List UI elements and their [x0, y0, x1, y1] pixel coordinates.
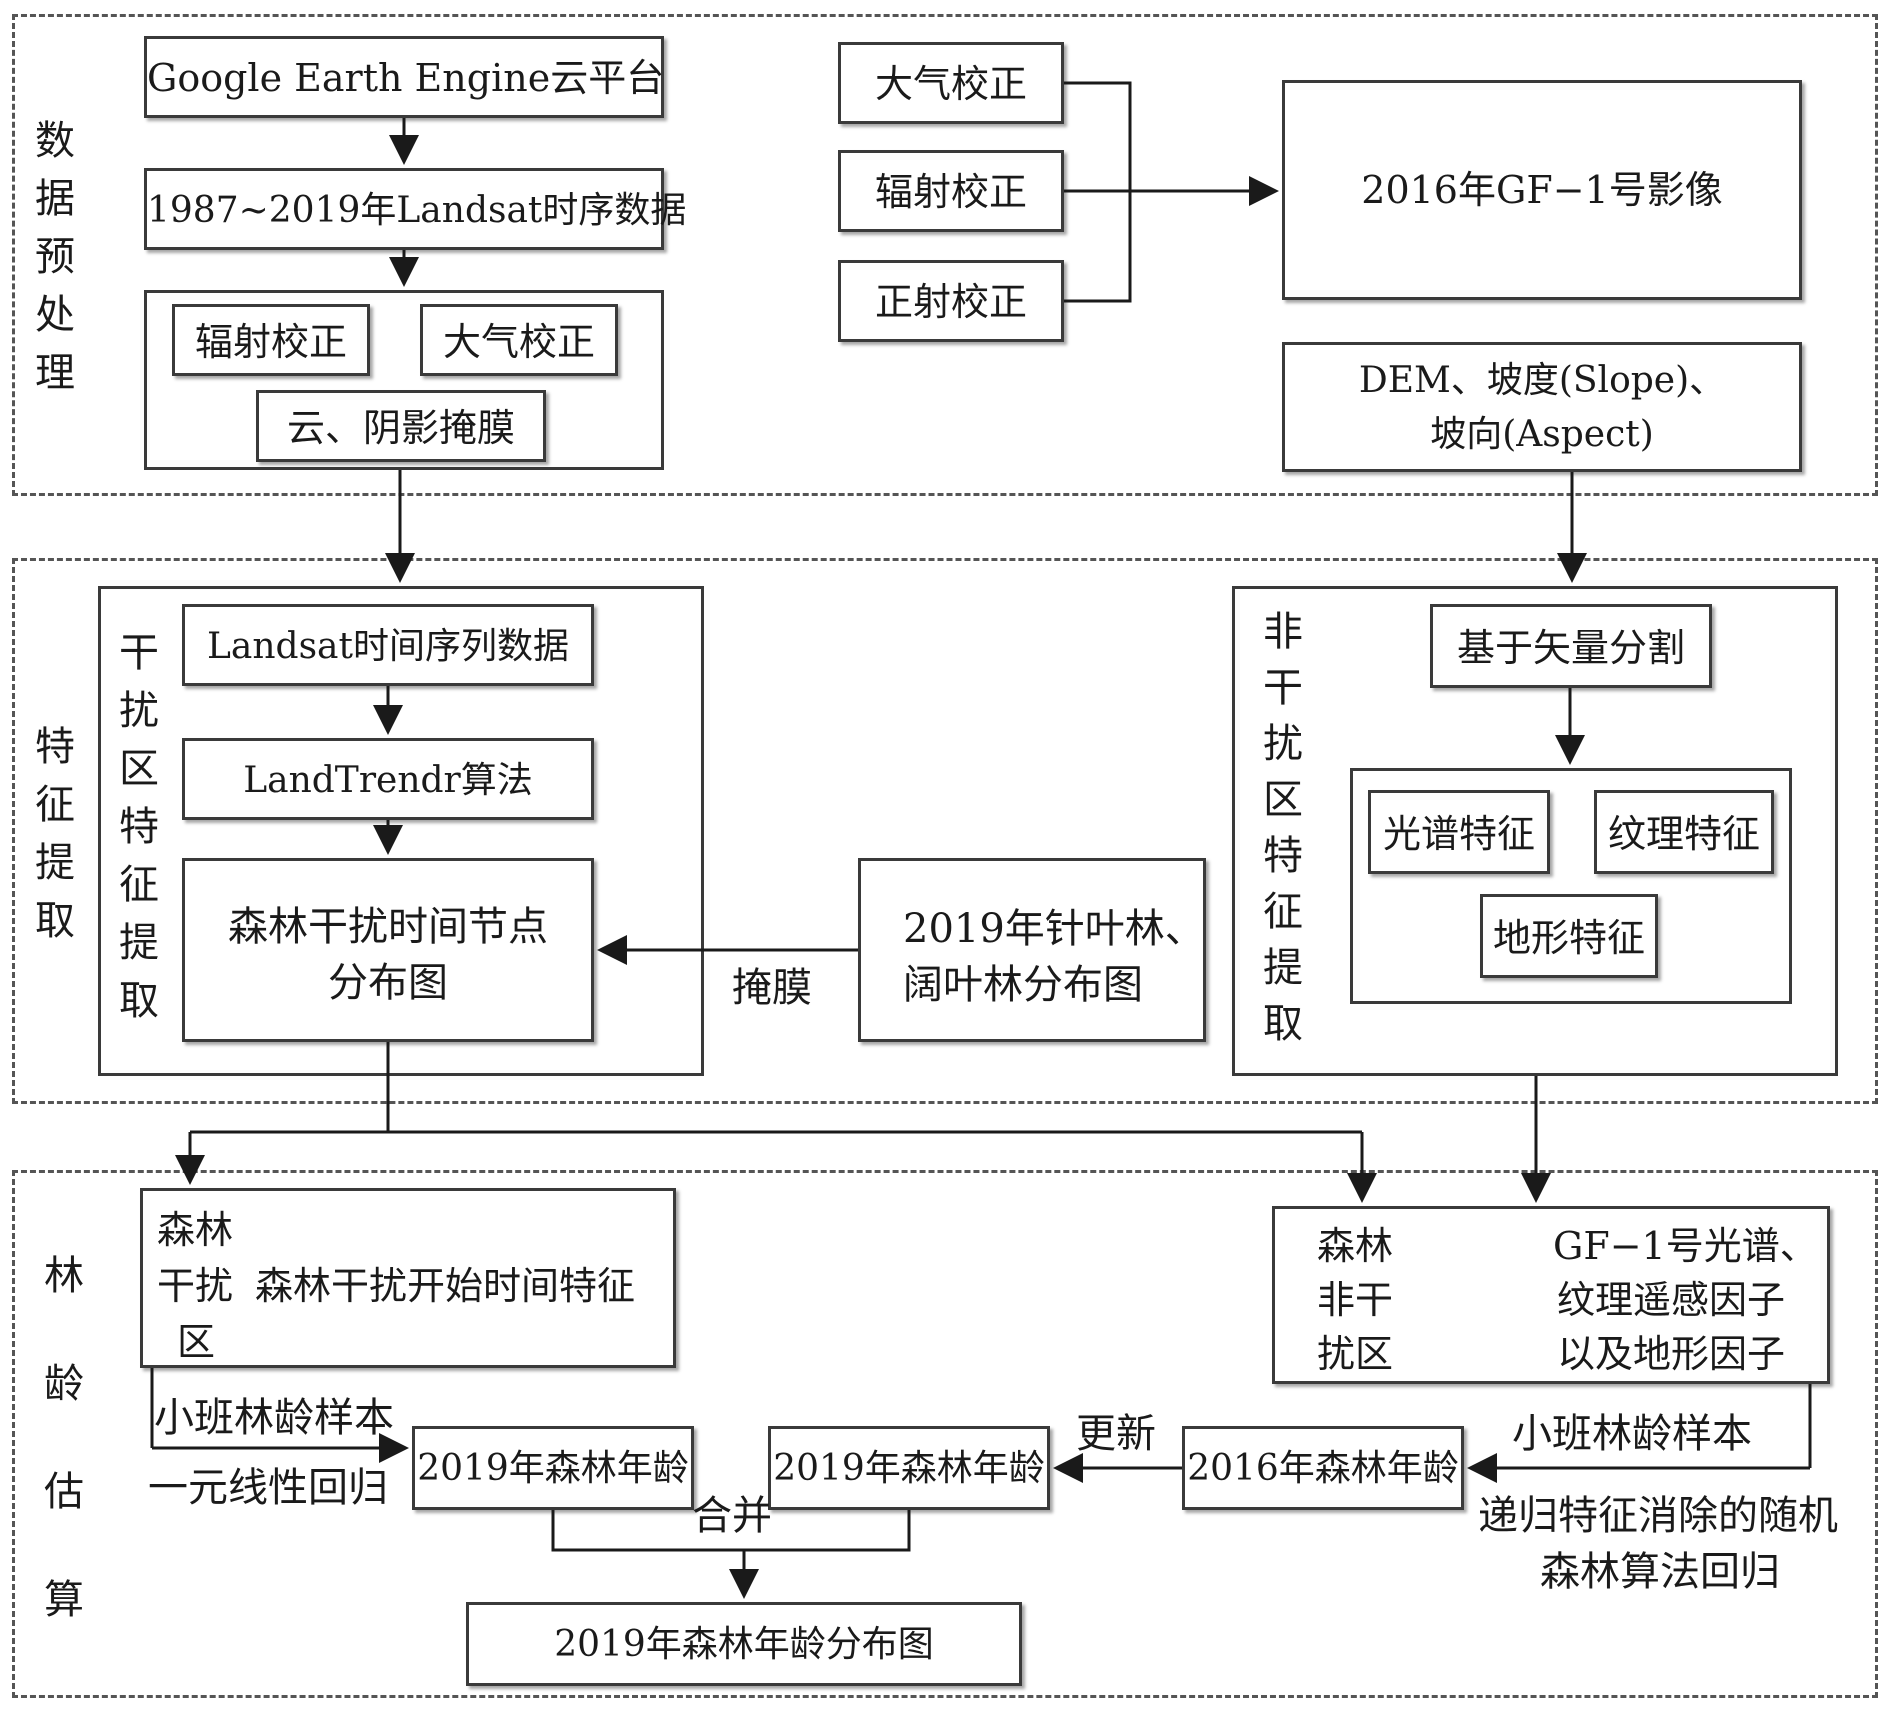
disturbed-area-box: 森林 干扰 区 森林干扰开始时间特征	[140, 1188, 676, 1368]
texture-feature-box: 纹理特征	[1594, 790, 1774, 874]
gf-factor-line1: GF−1号光谱、	[1553, 1224, 1818, 1268]
forest-age-2019-b-label: 2019年森林年龄	[773, 1448, 1045, 1489]
disturbance-node-map-box: 森林干扰时间节点 分布图	[182, 858, 594, 1042]
sample-left-label: 小班林龄样本	[154, 1395, 394, 1441]
disturbance-node-map-line2: 分布图	[328, 960, 448, 1006]
disturbed-feature-label: 干扰区特征提取	[119, 630, 159, 1024]
disturbance-start-time-feature: 森林干扰开始时间特征	[255, 1264, 636, 1308]
rf-regression-line2: 森林算法回归	[1540, 1549, 1780, 1595]
node-map-split-line	[190, 1042, 390, 1134]
gf-radiometric-box: 辐射校正	[838, 150, 1064, 232]
preprocess-section-label: 数据预处理	[35, 118, 75, 396]
undisturbed-area-label-3: 扰区	[1317, 1332, 1394, 1376]
gf-atmospheric-label: 大气校正	[874, 62, 1027, 106]
vector-segmentation-box: 基于矢量分割	[1430, 604, 1712, 688]
atmospheric-correction-label: 大气校正	[442, 320, 595, 364]
update-label: 更新	[1076, 1411, 1156, 1457]
sample-right-label: 小班林龄样本	[1512, 1411, 1752, 1457]
forest-age-section	[12, 1170, 1878, 1698]
undisturbed-area-label-1: 森林	[1317, 1224, 1394, 1268]
forest-type-map-line2: 阔叶林分布图	[903, 962, 1143, 1008]
landtrendr-box: LandTrendr算法	[182, 738, 594, 820]
terrain-feature-box: 地形特征	[1480, 894, 1658, 978]
radiometric-correction-label: 辐射校正	[194, 320, 347, 364]
feature-section-label: 特征提取	[35, 724, 75, 944]
landsat-ts-label: Landsat时间序列数据	[206, 626, 569, 667]
disturbed-area-label-1: 森林	[157, 1208, 234, 1252]
preprocess-section	[12, 14, 1878, 496]
forest-type-map-line1: 2019年针叶林、	[903, 906, 1205, 952]
merge-bracket	[551, 1510, 911, 1552]
landsat-ts-box: Landsat时间序列数据	[182, 604, 594, 686]
dem-box: DEM、坡度(Slope)、 坡向(Aspect)	[1282, 342, 1802, 472]
gf-ortho-box: 正射校正	[838, 260, 1064, 342]
undisturbed-area-box: 森林 非干 扰区 GF−1号光谱、 纹理遥感因子 以及地形因子	[1272, 1206, 1830, 1384]
final-age-map-label: 2019年森林年龄分布图	[554, 1624, 934, 1665]
gee-platform-box: Google Earth Engine云平台	[144, 36, 664, 118]
disturbance-node-map-line1: 森林干扰时间节点	[228, 904, 548, 950]
dem-label-line1: DEM、坡度(Slope)、	[1358, 360, 1726, 401]
gee-platform-label: Google Earth Engine云平台	[147, 56, 665, 100]
forest-age-2016-box: 2016年森林年龄	[1182, 1426, 1464, 1510]
gf1-image-label: 2016年GF−1号影像	[1361, 168, 1723, 212]
feature-section	[12, 558, 1878, 1104]
gf1-image-box: 2016年GF−1号影像	[1282, 80, 1802, 300]
radiometric-correction-box: 辐射校正	[172, 304, 370, 376]
landsat-series-label: 1987~2019年Landsat时序数据	[147, 190, 687, 231]
spectral-feature-box: 光谱特征	[1368, 790, 1550, 874]
merge-label: 合并	[692, 1493, 772, 1539]
landtrendr-label: LandTrendr算法	[243, 760, 533, 801]
forest-age-2019-a-label: 2019年森林年龄	[417, 1448, 689, 1489]
rf-regression-line1: 递归特征消除的随机	[1478, 1493, 1838, 1539]
forest-type-map-box: 2019年针叶林、 阔叶林分布图	[858, 858, 1206, 1042]
linear-regression-label: 一元线性回归	[148, 1465, 388, 1511]
forest-age-2016-label: 2016年森林年龄	[1187, 1448, 1459, 1489]
terrain-feature-label: 地形特征	[1492, 916, 1645, 960]
disturbed-area-label-3: 区	[177, 1320, 216, 1364]
vector-segmentation-label: 基于矢量分割	[1456, 626, 1685, 670]
undisturbed-area-label-2: 非干	[1317, 1278, 1394, 1322]
cloud-shadow-mask-label: 云、阴影掩膜	[286, 406, 515, 450]
mask-label: 掩膜	[732, 965, 812, 1011]
gf-radiometric-label: 辐射校正	[874, 170, 1027, 214]
gf-factor-line2: 纹理遥感因子	[1557, 1278, 1786, 1322]
texture-feature-label: 纹理特征	[1607, 812, 1760, 856]
forest-age-section-label: 林龄估算	[44, 1253, 84, 1623]
gf-ortho-label: 正射校正	[874, 280, 1027, 324]
gf-atmospheric-box: 大气校正	[838, 42, 1064, 124]
forest-age-2019-b-box: 2019年森林年龄	[768, 1426, 1050, 1510]
disturbed-area-label-2: 干扰	[157, 1264, 234, 1308]
final-age-map-box: 2019年森林年龄分布图	[466, 1602, 1022, 1686]
gf-factor-line3: 以及地形因子	[1557, 1332, 1786, 1376]
atmospheric-correction-box: 大气校正	[420, 304, 618, 376]
spectral-feature-label: 光谱特征	[1382, 812, 1535, 856]
landsat-series-box: 1987~2019年Landsat时序数据	[144, 168, 687, 250]
undisturbed-feature-label: 非干扰区特征提取	[1263, 609, 1303, 1047]
dem-label-line2: 坡向(Aspect)	[1430, 414, 1654, 455]
cloud-shadow-mask-box: 云、阴影掩膜	[256, 390, 546, 462]
forest-age-2019-a-box: 2019年森林年龄	[412, 1426, 694, 1510]
